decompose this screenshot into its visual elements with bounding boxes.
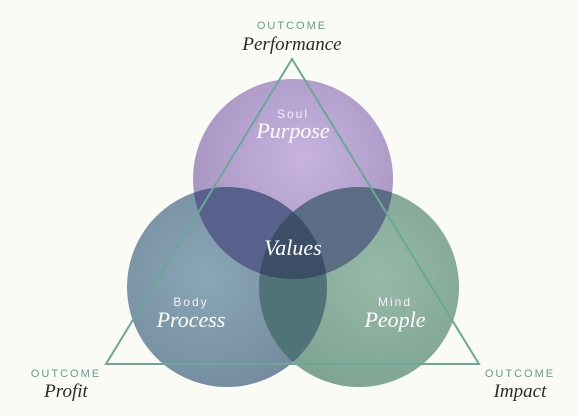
center-overlap [259,187,327,279]
process-label: Process [156,307,226,332]
top-outcome-kicker: OUTCOME [256,20,328,32]
soul-sublabel: Soul [276,107,310,121]
right-outcome-kicker: OUTCOME [484,368,556,380]
right-outcome-name: Impact [493,381,547,402]
people-label: People [364,307,426,332]
left-outcome-name: Profit [44,381,88,402]
mind-sublabel: Mind [377,295,412,309]
outcome-triangle [104,57,481,365]
body-sublabel: Body [173,295,209,309]
left-outcome-kicker: OUTCOME [30,368,102,380]
top-outcome-name: Performance [242,34,342,55]
purpose-label: Purpose [256,118,330,143]
values-label: Values [264,235,322,260]
